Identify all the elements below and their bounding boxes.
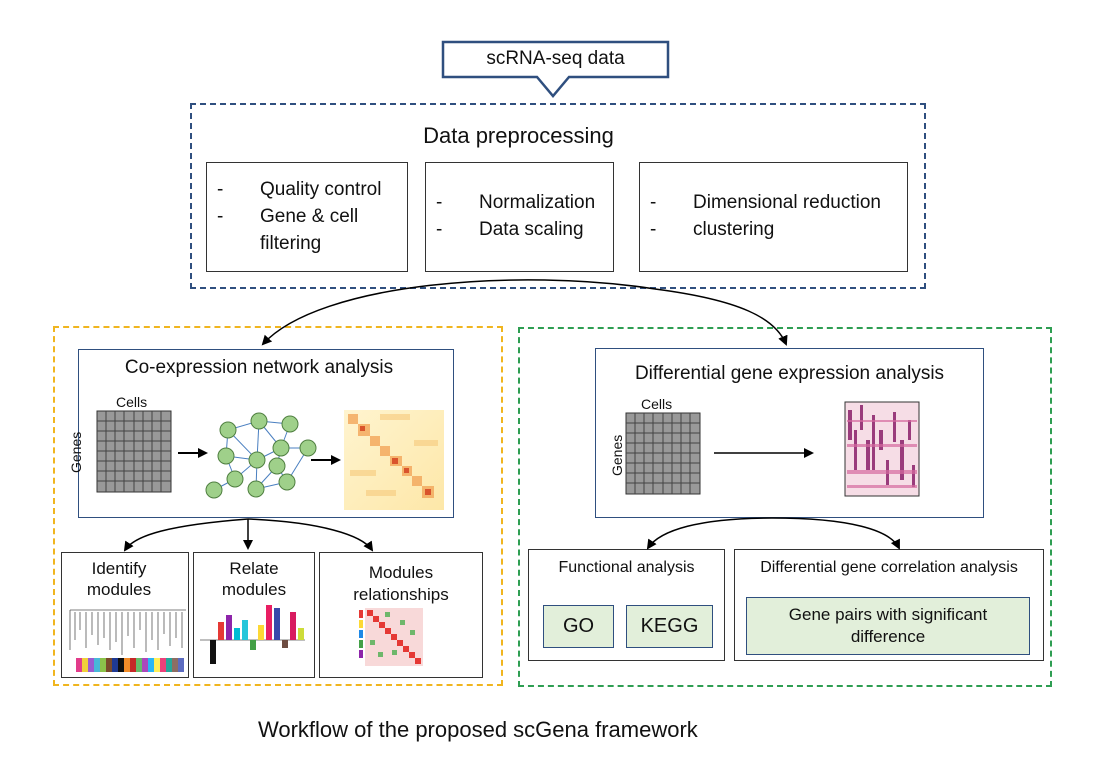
coexp-cells-label: Cells [116,394,148,410]
go-label: GO [562,615,595,637]
coexpression-title: Co-expression network analysis [124,357,394,378]
kegg-label: KEGG [640,615,699,637]
gene-pairs-box [746,597,1030,655]
differential-title: Differential gene expression analysis [634,363,945,384]
diff-cells-label: Cells [641,396,673,412]
input-label: scRNA-seq data [486,48,625,69]
norm-item-normalization: -Normalization [436,192,596,213]
kegg-box [626,605,713,648]
go-box [543,605,614,648]
dimreduction-box [639,162,908,272]
qc-item-gene-cell-cont: filtering [260,233,322,254]
preprocessing-title: Data preprocessing [423,123,614,148]
functional-analysis-title: Functional analysis [558,559,695,576]
caption: Workflow of the proposed scGena framewor… [258,717,698,742]
diff-genes-label: Genes [609,434,625,476]
qc-list: -Quality control -Gene & cell filtering [217,176,381,257]
normalization-box [425,162,614,272]
dim-item-reduction: -Dimensional reduction [650,192,881,213]
dim-item-clustering: -clustering [650,219,775,240]
coexp-genes-label: Genes [68,431,84,473]
norm-item-scaling: -Data scaling [436,219,584,240]
normalization-list: -Normalization -Data scaling [436,189,595,243]
dimreduction-list: -Dimensional reduction -clustering [650,189,881,243]
qc-item-quality-control: -Quality control [217,179,382,200]
qc-box [206,162,408,272]
correlation-analysis-title: Differential gene correlation analysis [760,559,1018,576]
qc-item-gene-cell: -Gene & cell [217,206,359,227]
